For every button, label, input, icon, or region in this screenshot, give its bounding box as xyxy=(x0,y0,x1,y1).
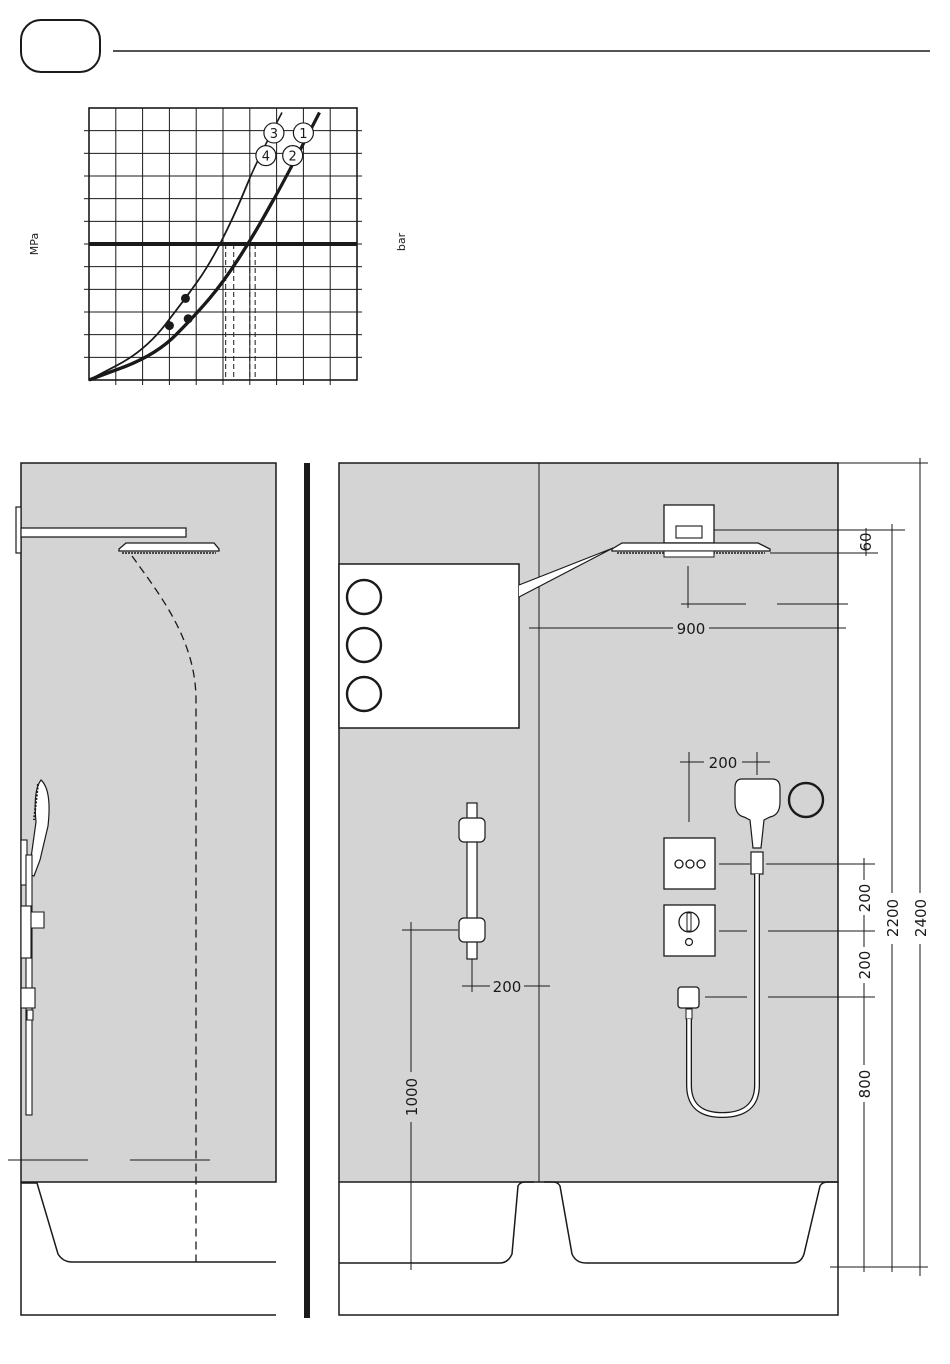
hose-outlet-side xyxy=(21,988,35,1008)
dim-label-1000: 1000 xyxy=(403,1078,421,1116)
hand-shower-holder xyxy=(751,852,763,874)
curve-label-4: 4 xyxy=(262,150,270,165)
dim-label-60: 60 xyxy=(857,532,875,551)
dim-label-200-gap-2: 200 xyxy=(856,951,874,980)
dim-label-200-gap-1: 200 xyxy=(856,884,874,913)
dim-label-800: 800 xyxy=(856,1070,874,1099)
operating-point xyxy=(181,294,190,303)
shower-head-hub xyxy=(664,551,714,557)
curve-3 xyxy=(89,113,282,380)
chart-grid xyxy=(89,108,357,380)
hose-connector-side xyxy=(27,1010,33,1020)
bathtub-side xyxy=(21,1183,276,1262)
wall-rail xyxy=(26,855,32,1115)
dim-label-2400: 2400 xyxy=(912,899,930,937)
bathtub-front-left xyxy=(339,1182,534,1263)
mixer-side xyxy=(21,906,31,958)
view-divider xyxy=(304,463,310,1318)
front-view: 60 900 200 xyxy=(339,458,930,1315)
spray-mode-callout xyxy=(339,564,519,728)
rail-bracket-upper xyxy=(459,818,485,842)
operating-point xyxy=(184,314,193,323)
y-axis-unit-right: bar xyxy=(395,232,408,251)
curve-label-1: 1 xyxy=(299,127,307,142)
header xyxy=(21,20,930,72)
dim-label-900: 900 xyxy=(677,620,706,638)
side-frame-bottom xyxy=(21,1182,276,1315)
curve-label-3: 3 xyxy=(270,127,278,142)
overhead-shower-side xyxy=(119,543,219,551)
hose-outlet-front xyxy=(678,987,699,1008)
dim-label-2200: 2200 xyxy=(884,899,902,937)
hose-connector-front xyxy=(686,1009,692,1019)
front-frame-bottom xyxy=(339,1182,838,1315)
mixer-knob-side xyxy=(31,912,44,928)
side-view xyxy=(8,463,276,1315)
y-axis-unit-left: MPa xyxy=(28,233,41,255)
curve-label-2: 2 xyxy=(289,150,297,165)
bathtub-front-right xyxy=(544,1182,838,1263)
operating-point xyxy=(165,321,174,330)
shower-arm-side xyxy=(21,528,186,537)
overhead-shower-front xyxy=(612,543,770,551)
mount-connector xyxy=(676,526,702,538)
section-number-box xyxy=(21,20,100,72)
wall-side xyxy=(21,463,276,1182)
dim-label-200-bar: 200 xyxy=(493,978,522,996)
rail-bracket-lower xyxy=(459,918,485,942)
wall-flange xyxy=(16,507,21,553)
diverter-module xyxy=(664,838,715,889)
dim-label-200-mixer: 200 xyxy=(709,754,738,772)
